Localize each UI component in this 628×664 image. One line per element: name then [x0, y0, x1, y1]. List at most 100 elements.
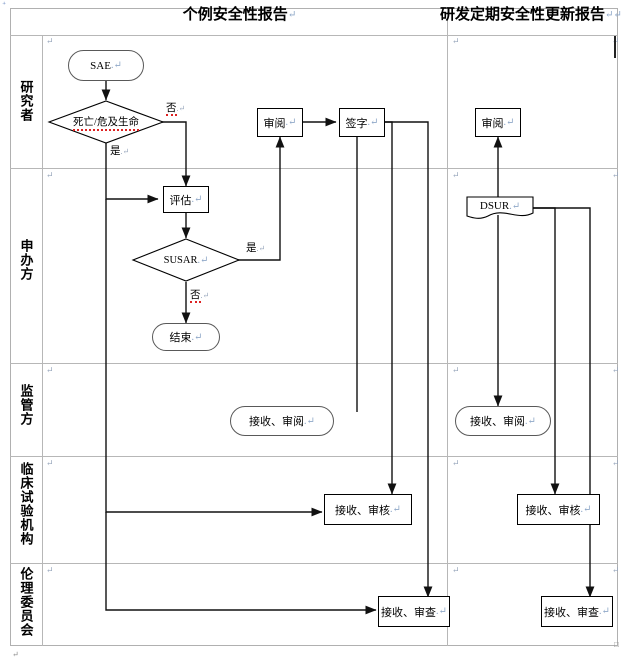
node-regulator-left-label: 接收、审阅 — [249, 416, 305, 428]
node-ethics-right-label: 接收、审查 — [544, 606, 600, 619]
column-header-case-safety: 个例安全性报告↵ — [42, 3, 437, 27]
node-sign-left[interactable]: 签字.↵ — [339, 108, 385, 137]
node-site-left-label: 接收、审核 — [335, 504, 391, 517]
lane-label-regulator-text: 监管方 — [18, 384, 34, 426]
lane-label-regulator: 监管方 — [12, 365, 40, 445]
node-review-right[interactable]: 审阅.↵ — [475, 108, 521, 137]
cell-mark-r4c2: ↵ — [452, 458, 460, 468]
edge-mark-r3: ↵ — [612, 365, 620, 375]
edge-label-susar-yes-mark: .↵ — [256, 244, 266, 253]
node-review-left-mark: .↵ — [285, 117, 297, 128]
column-header-dsur-label: 研发定期安全性更新报告 — [440, 7, 606, 23]
node-review-left[interactable]: 审阅.↵ — [257, 108, 303, 137]
grid-line-row3 — [10, 456, 618, 457]
lane-label-ethics: 伦理委员会 — [12, 562, 40, 642]
edge-label-susar-no-text: 否 — [190, 290, 201, 303]
table-border-right — [617, 8, 618, 646]
node-regulator-left-mark: .↵ — [304, 415, 315, 427]
edge-label-susar-yes: 是.↵ — [246, 240, 265, 255]
edge-label-death-no: 否.↵ — [166, 100, 186, 116]
node-regulator-left[interactable]: 接收、审阅.↵ — [230, 406, 334, 436]
edge-label-death-yes: 是.↵ — [110, 143, 129, 158]
edge-label-susar-yes-text: 是 — [246, 243, 257, 254]
node-dsur-mark: .↵ — [509, 200, 521, 212]
cell-mark-r3c2: ↵ — [452, 365, 460, 375]
cell-mark-r1c1: ↵ — [46, 36, 54, 46]
edge-label-death-no-mark: .↵ — [176, 104, 186, 113]
node-ethics-left-label: 接收、审查 — [381, 606, 437, 619]
cell-mark-r4c1: ↵ — [46, 458, 54, 468]
cell-mark-r2c2: ↵ — [452, 170, 460, 180]
node-susar-decision[interactable] — [131, 238, 241, 282]
cell-mark-r3c1: ↵ — [46, 365, 54, 375]
edge-label-death-no-text: 否 — [166, 103, 177, 116]
node-death-decision-label: 死亡/危及生命 — [73, 114, 139, 131]
node-site-right-label: 接收、审核 — [525, 504, 581, 517]
lane-label-investigator-text: 研究者 — [18, 80, 34, 122]
table-border-left — [10, 8, 11, 646]
edge-mark-r4: ↵ — [612, 458, 620, 468]
table-border-bottom — [10, 645, 618, 646]
node-end-mark: .↵ — [191, 331, 203, 343]
node-ethics-left-mark: .↵ — [436, 606, 447, 617]
lane-label-investigator: 研究者 — [12, 36, 40, 166]
node-sae-mark: .↵ — [110, 60, 122, 71]
node-ethics-left[interactable]: 接收、审查.↵ — [378, 596, 450, 627]
node-end[interactable]: 结束.↵ — [152, 323, 220, 351]
node-review-right-label: 审阅 — [481, 117, 504, 130]
edge-mark-r2: ↵ — [612, 170, 620, 180]
cell-mark-r2c1: ↵ — [46, 170, 54, 180]
node-regulator-right-label: 接收、审阅 — [470, 416, 526, 428]
node-assess[interactable]: 评估.↵ — [163, 186, 209, 213]
node-sae-label: SAE — [90, 59, 111, 72]
node-end-label: 结束 — [169, 332, 192, 344]
node-dsur-label-wrap: DSUR.↵ — [466, 194, 534, 218]
document-anchor-marker: ⁺ — [2, 0, 7, 9]
grid-line-columns — [447, 8, 448, 646]
document-end-mark: ↵ — [12, 650, 19, 659]
node-dsur-label: DSUR — [479, 200, 510, 212]
edge-label-susar-no-mark: .↵ — [200, 291, 210, 300]
node-ethics-right[interactable]: 接收、审查.↵ — [541, 596, 613, 627]
column-header-dsur: 研发定期安全性更新报告↵↵ — [440, 3, 622, 27]
node-regulator-right-mark: .↵ — [525, 415, 536, 427]
grid-line-header — [10, 35, 618, 36]
column-header-case-safety-mark: ↵ — [287, 9, 297, 21]
cell-mark-r5c2: ↵ — [452, 565, 460, 575]
node-site-left-mark: .↵ — [390, 504, 401, 515]
node-sae[interactable]: SAE.↵ — [68, 50, 144, 81]
node-assess-mark: .↵ — [191, 194, 203, 205]
text-cursor — [614, 36, 616, 58]
lane-label-site: 临床试验机构 — [12, 456, 40, 552]
lane-label-ethics-text: 伦理委员会 — [18, 567, 34, 637]
node-susar-decision-label-wrap: SUSAR.↵ — [132, 238, 240, 282]
node-review-right-mark: .↵ — [503, 117, 515, 128]
node-site-right[interactable]: 接收、审核.↵ — [517, 494, 600, 525]
lane-label-site-text: 临床试验机构 — [18, 462, 34, 546]
lane-label-sponsor-text: 申办方 — [18, 239, 34, 281]
edge-mark-r5: ↵ — [612, 565, 620, 575]
node-sign-left-mark: .↵ — [367, 117, 379, 128]
grid-line-lane-label — [42, 35, 43, 646]
node-susar-decision-label: SUSAR — [163, 254, 198, 266]
grid-line-row2 — [10, 363, 618, 364]
swimlane-table — [10, 8, 618, 646]
node-site-right-mark: .↵ — [580, 504, 592, 515]
node-death-decision[interactable] — [47, 100, 165, 144]
node-regulator-right[interactable]: 接收、审阅.↵ — [455, 406, 551, 436]
node-review-left-label: 审阅 — [263, 117, 286, 130]
cell-mark-r5c1: ↵ — [46, 565, 54, 575]
lane-label-sponsor: 申办方 — [12, 170, 40, 350]
table-border-top — [10, 8, 618, 9]
grid-line-row1 — [10, 168, 618, 169]
node-dsur[interactable] — [466, 196, 534, 222]
edge-label-susar-no: 否.↵ — [190, 287, 210, 303]
edge-label-death-yes-mark: .↵ — [120, 147, 130, 156]
node-site-left[interactable]: 接收、审核.↵ — [324, 494, 412, 525]
node-death-decision-label-wrap: 死亡/危及生命 — [48, 100, 164, 144]
cell-mark-r1c2: ↵ — [452, 36, 460, 46]
grid-line-row4 — [10, 563, 618, 564]
node-sign-left-label: 签字 — [345, 117, 368, 130]
